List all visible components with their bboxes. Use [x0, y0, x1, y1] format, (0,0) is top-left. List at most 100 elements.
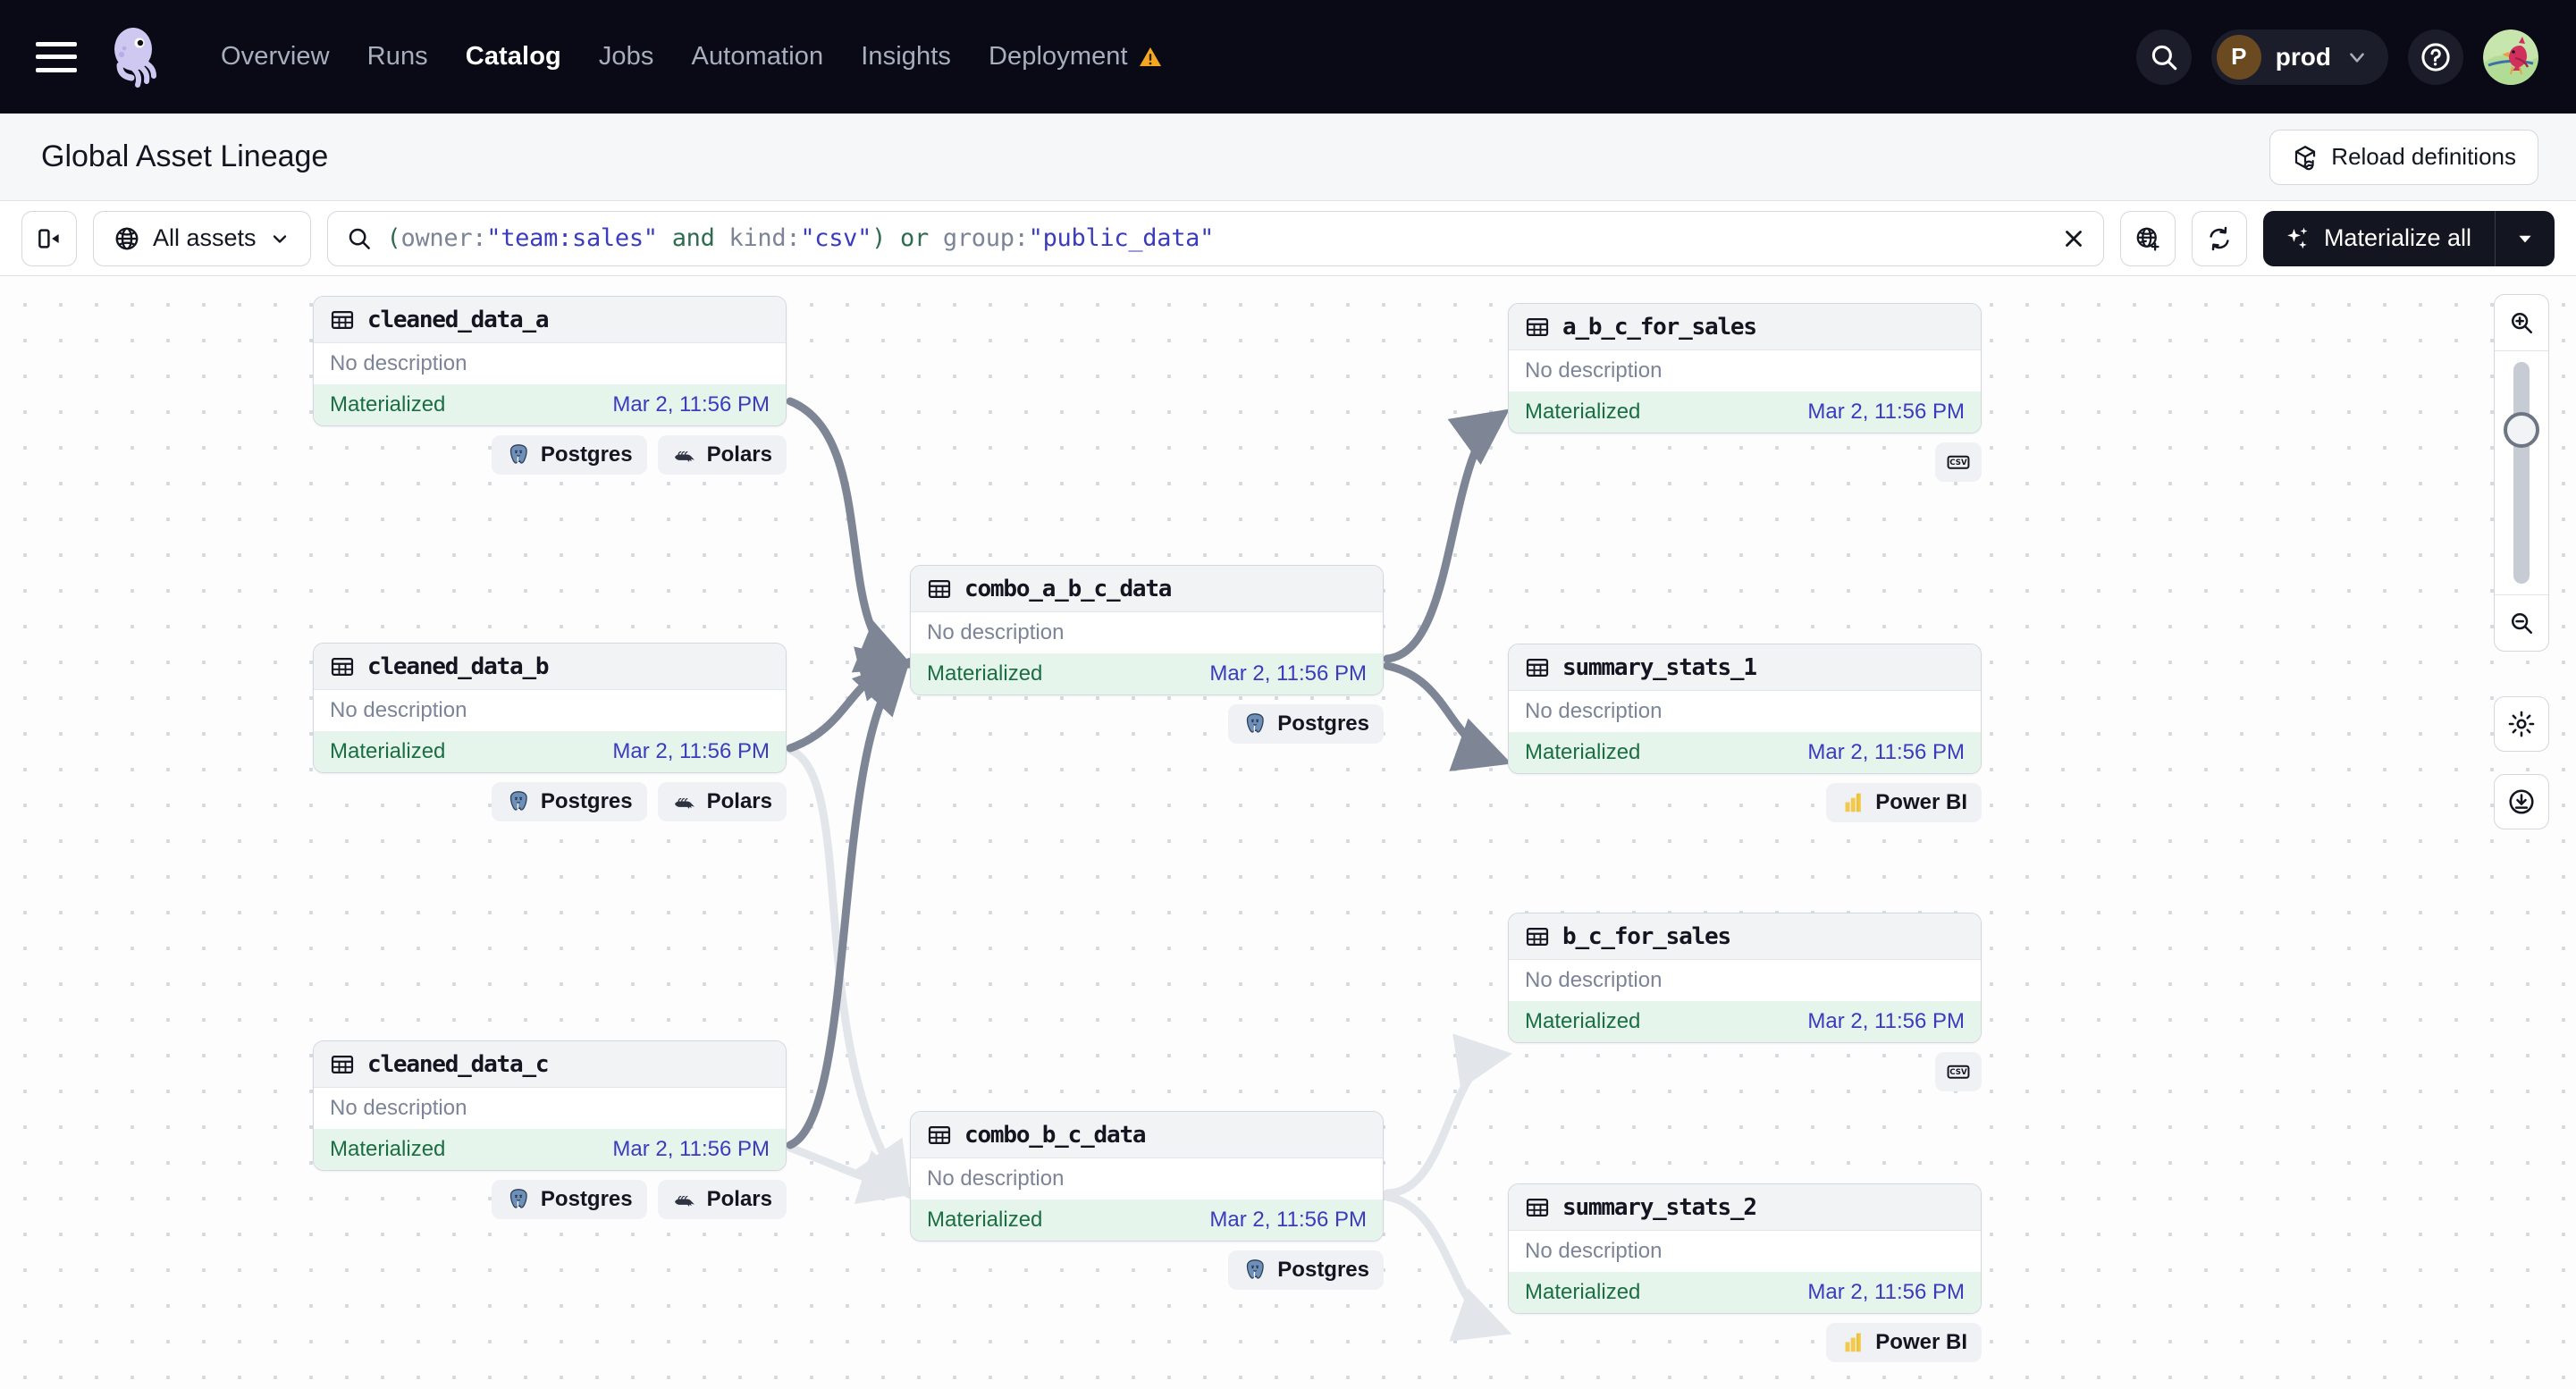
expand-panel-icon[interactable] — [21, 210, 77, 266]
status-timestamp[interactable]: Mar 2, 11:56 PM — [1807, 400, 1965, 424]
table-icon — [331, 1055, 354, 1073]
asset-node-title: a_b_c_for_sales — [1562, 313, 1757, 341]
page-title: Global Asset Lineage — [41, 139, 329, 173]
asset-node-kind-tags: Postgres — [910, 704, 1384, 744]
download-icon[interactable] — [2494, 774, 2549, 829]
asset-node-kind-tags: CSV — [1508, 1052, 1982, 1091]
kind-tag-polars[interactable]: Polars — [657, 435, 787, 475]
nav-item-insights[interactable]: Insights — [861, 42, 951, 71]
search-icon[interactable] — [2135, 29, 2192, 85]
kind-tag-polars[interactable]: Polars — [657, 1180, 787, 1219]
caret-down-icon[interactable] — [2496, 229, 2555, 248]
kind-tag-csv[interactable]: CSV — [1935, 1052, 1982, 1091]
asset-node-title: combo_a_b_c_data — [964, 575, 1172, 602]
query-token: owner — [400, 224, 473, 252]
status-timestamp[interactable]: Mar 2, 11:56 PM — [612, 739, 770, 763]
nav-links: Overview Runs Catalog Jobs Automation In… — [202, 33, 1181, 80]
kind-tag-label: Power BI — [1875, 790, 1967, 814]
kind-tag-polars[interactable]: Polars — [657, 782, 787, 821]
asset-node-description: No description — [911, 1158, 1383, 1200]
asset-node-title: summary_stats_2 — [1562, 1193, 1757, 1221]
status-timestamp[interactable]: Mar 2, 11:56 PM — [1807, 1009, 1965, 1033]
kind-tag-label: Postgres — [540, 1187, 633, 1211]
asset-query-input[interactable]: (owner:"team:sales" and kind:"csv") or g… — [387, 224, 2046, 252]
nav-item-deployment[interactable]: Deployment — [970, 33, 1181, 80]
kind-tag-postgres[interactable]: Postgres — [491, 1180, 647, 1219]
materialize-all-label: Materialize all — [2323, 224, 2471, 251]
status-timestamp[interactable]: Mar 2, 11:56 PM — [1807, 1280, 1965, 1304]
kind-tag-postgres[interactable]: Postgres — [1228, 1250, 1384, 1290]
page-header: Global Asset Lineage Reload definitions — [0, 114, 2576, 201]
table-icon — [331, 657, 354, 676]
kind-tag-postgres[interactable]: Postgres — [491, 435, 647, 475]
kind-tag-power-bi[interactable]: Power BI — [1826, 783, 1982, 822]
gear-icon[interactable] — [2494, 696, 2549, 752]
query-token: "team:sales" — [486, 224, 658, 252]
status-badge: Materialized — [927, 1208, 1043, 1232]
table-icon — [928, 1125, 951, 1144]
table-icon — [928, 579, 951, 598]
postgres-icon — [1247, 1259, 1265, 1279]
asset-node-description: No description — [314, 1088, 786, 1129]
asset-node-title: combo_b_c_data — [964, 1121, 1147, 1149]
zoom-in-icon[interactable] — [2495, 295, 2548, 350]
status-timestamp[interactable]: Mar 2, 11:56 PM — [612, 1137, 770, 1161]
asset-scope-filter[interactable]: All assets — [93, 210, 311, 266]
materialize-divider — [2495, 210, 2496, 266]
zoom-slider-track — [2513, 362, 2530, 584]
zoom-out-icon[interactable] — [2495, 595, 2548, 651]
nav-item-runs[interactable]: Runs — [366, 42, 428, 71]
dagster-logo-icon[interactable] — [102, 24, 168, 90]
kind-tag-label: Polars — [706, 1187, 772, 1211]
nav-item-catalog[interactable]: Catalog — [465, 42, 561, 71]
zoom-slider-thumb[interactable] — [2504, 412, 2539, 448]
question-mark-icon[interactable] — [2408, 29, 2463, 85]
kind-tag-csv[interactable]: CSV — [1935, 442, 1982, 482]
deployment-selector[interactable]: P prod — [2210, 29, 2388, 85]
status-timestamp[interactable]: Mar 2, 11:56 PM — [1807, 740, 1965, 764]
asset-node-status: Materialized Mar 2, 11:56 PM — [911, 1200, 1383, 1241]
zoom-divider-top — [2495, 350, 2548, 351]
chevron-down-icon — [273, 234, 286, 243]
reload-definitions-button[interactable]: Reload definitions — [2269, 129, 2538, 185]
kind-tag-label: Postgres — [540, 442, 633, 467]
query-token: : — [1014, 224, 1029, 252]
materialize-all-button[interactable]: Materialize all — [2262, 210, 2555, 266]
kind-tag-postgres[interactable]: Postgres — [1228, 704, 1384, 744]
svg-text:CSV: CSV — [1949, 459, 1967, 467]
status-badge: Materialized — [1525, 740, 1641, 764]
nav-item-overview[interactable]: Overview — [221, 42, 330, 71]
asset-node-title: summary_stats_1 — [1562, 653, 1757, 681]
user-avatar-cardinal[interactable] — [2483, 29, 2538, 85]
materialize-all-main[interactable]: Materialize all — [2263, 224, 2495, 252]
nav-item-jobs[interactable]: Jobs — [598, 42, 654, 71]
asset-node-header: combo_a_b_c_data — [911, 566, 1383, 612]
status-badge: Materialized — [330, 392, 446, 417]
zoom-slider[interactable] — [2495, 351, 2548, 594]
close-icon[interactable] — [2060, 225, 2087, 252]
status-timestamp[interactable]: Mar 2, 11:56 PM — [1209, 661, 1367, 686]
kind-tag-postgres[interactable]: Postgres — [491, 782, 647, 821]
asset-query-search[interactable]: (owner:"team:sales" and kind:"csv") or g… — [326, 210, 2104, 266]
globe-plus-icon[interactable] — [2119, 210, 2176, 266]
status-timestamp[interactable]: Mar 2, 11:56 PM — [1209, 1208, 1367, 1232]
kind-tag-power-bi[interactable]: Power BI — [1826, 1323, 1982, 1362]
asset-node-kind-tags: CSV — [1508, 442, 1982, 482]
status-badge: Materialized — [927, 661, 1043, 686]
refresh-icon[interactable] — [2191, 210, 2247, 266]
status-badge: Materialized — [1525, 400, 1641, 424]
nav-item-automation[interactable]: Automation — [691, 42, 824, 71]
status-timestamp[interactable]: Mar 2, 11:56 PM — [612, 392, 770, 417]
hamburger-icon[interactable] — [36, 41, 77, 72]
